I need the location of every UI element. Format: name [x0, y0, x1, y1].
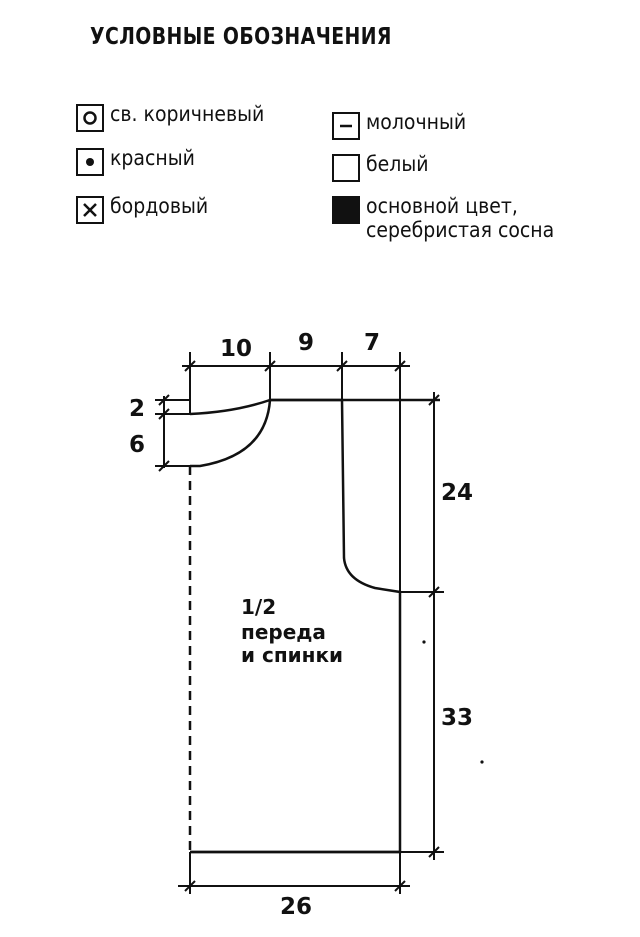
legend-label: красный: [110, 146, 195, 170]
cross-icon: [76, 196, 104, 224]
legend-item-white: белый: [332, 152, 436, 182]
pattern-label-front: переда: [241, 620, 326, 644]
dot-icon: [76, 148, 104, 176]
legend-item-red: красный: [76, 146, 204, 176]
dim-label-armhole-height: 24: [441, 480, 473, 506]
dim-label-neck-width: 10: [220, 336, 252, 362]
circle-icon: [76, 104, 104, 132]
dim-label-shoulder-width: 9: [298, 330, 314, 356]
neckline-curve: [189, 398, 271, 416]
pattern-label-fraction: 1/2: [241, 595, 276, 619]
dim-label-neck-drop-small: 2: [129, 396, 145, 422]
legend-label: молочный: [366, 110, 467, 134]
legend-label: серебристая сосна: [366, 218, 555, 242]
dim-label-neck-drop: 6: [129, 432, 145, 458]
legend-label: белый: [366, 152, 429, 176]
empty-square-icon: [332, 154, 360, 182]
stray-dot: [422, 640, 426, 644]
dim-label-armhole-top: 7: [364, 330, 380, 356]
dim-label-body-height: 33: [441, 705, 473, 731]
legend-label: основной цвет,: [366, 194, 518, 218]
legend-label: бордовый: [110, 194, 209, 218]
legend-item-milky: молочный: [332, 110, 477, 140]
pattern-label-back: и спинки: [241, 643, 343, 667]
legend-item-main-color: основной цвет, серебристая сосна: [332, 194, 575, 242]
legend-label: св. коричневый: [110, 102, 265, 126]
legend-title: УСЛОВНЫЕ ОБОЗНАЧЕНИЯ: [90, 24, 392, 50]
legend-item-light-brown: св. коричневый: [76, 102, 281, 132]
stray-dot: [480, 760, 484, 764]
dim-label-bottom-width: 26: [280, 894, 312, 920]
dash-icon: [332, 112, 360, 140]
filled-square-icon: [332, 196, 360, 224]
legend-item-burgundy: бордовый: [76, 194, 219, 224]
